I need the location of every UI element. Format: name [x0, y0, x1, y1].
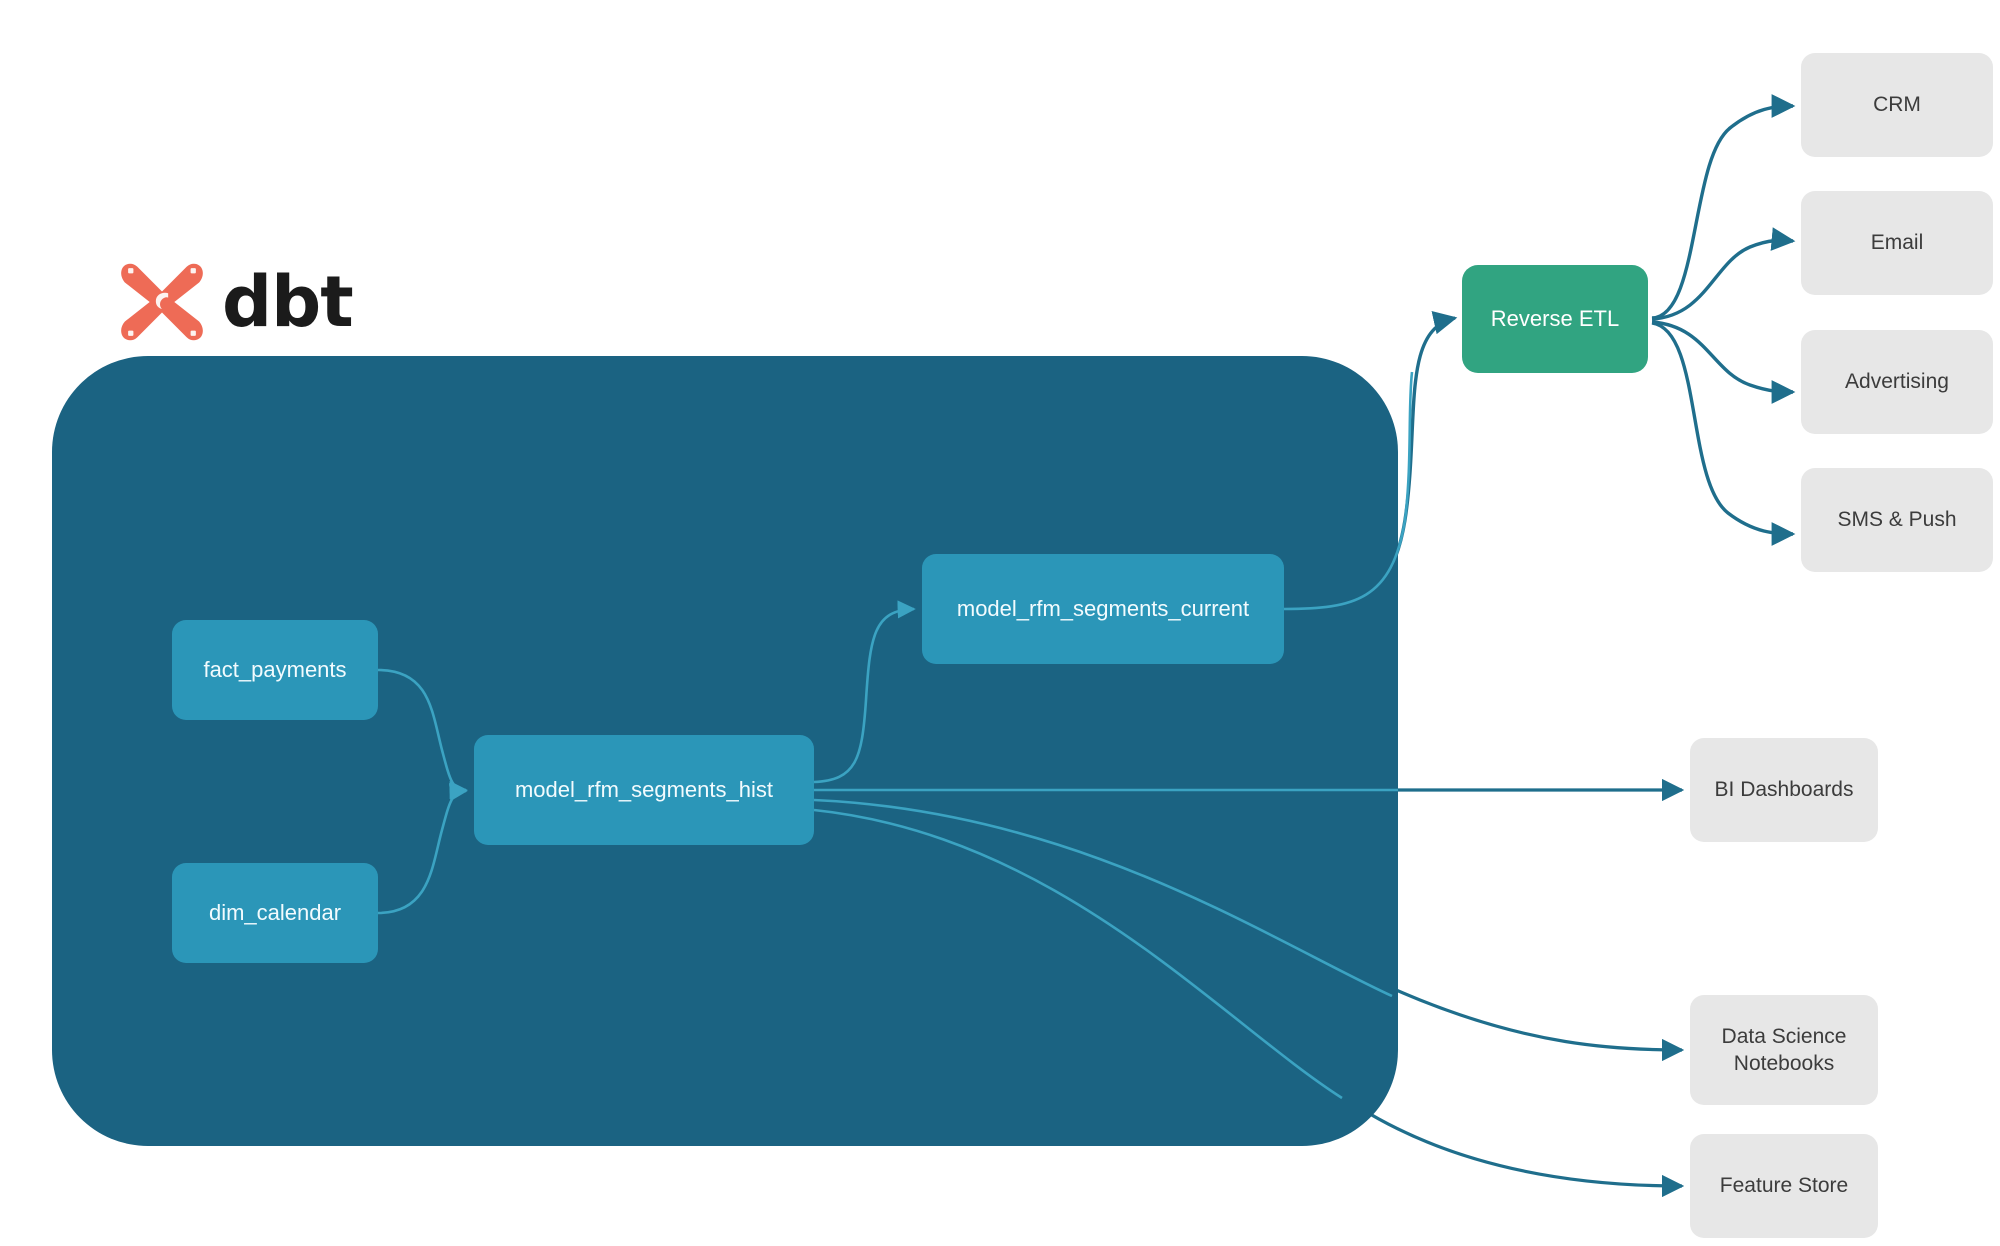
node-label: Email — [1870, 231, 1924, 255]
node-dim-calendar[interactable]: dim_calendar — [172, 863, 378, 963]
node-label: Feature Store — [1719, 1174, 1849, 1198]
node-label: BI Dashboards — [1714, 778, 1854, 802]
node-destination-crm[interactable]: CRM — [1801, 53, 1993, 157]
node-label: CRM — [1873, 93, 1921, 117]
dbt-logo-icon — [121, 263, 203, 341]
dbt-logo: dbt — [118, 258, 354, 346]
node-label: Data Science Notebooks — [1721, 1024, 1847, 1075]
node-destination-feature-store[interactable]: Feature Store — [1690, 1134, 1878, 1238]
edge-reverse-etl-to-sms-push — [1651, 321, 1796, 546]
edge-reverse-etl-to-advertising — [1651, 320, 1796, 404]
node-destination-bi-dashboards[interactable]: BI Dashboards — [1690, 738, 1878, 842]
node-label: SMS & Push — [1837, 508, 1957, 532]
node-label: dim_calendar — [208, 900, 342, 925]
node-label: fact_payments — [203, 657, 347, 682]
node-destination-email[interactable]: Email — [1801, 191, 1993, 295]
node-destination-advertising[interactable]: Advertising — [1801, 330, 1993, 434]
dbt-wordmark: dbt — [222, 261, 354, 343]
node-destination-sms-push[interactable]: SMS & Push — [1801, 468, 1993, 572]
node-fact-payments[interactable]: fact_payments — [172, 620, 378, 720]
node-label: model_rfm_segments_current — [956, 596, 1250, 621]
node-label: Advertising — [1845, 370, 1949, 394]
node-model-rfm-segments-hist[interactable]: model_rfm_segments_hist — [474, 735, 814, 845]
edge-reverse-etl-to-email — [1651, 227, 1796, 321]
node-model-rfm-segments-current[interactable]: model_rfm_segments_current — [922, 554, 1284, 664]
node-label: model_rfm_segments_hist — [514, 777, 773, 802]
node-label: Reverse ETL — [1490, 306, 1620, 331]
node-destination-data-science-notebooks[interactable]: Data Science Notebooks — [1690, 995, 1878, 1105]
edge-reverse-etl-to-crm — [1651, 94, 1796, 320]
node-reverse-etl[interactable]: Reverse ETL — [1462, 265, 1648, 373]
